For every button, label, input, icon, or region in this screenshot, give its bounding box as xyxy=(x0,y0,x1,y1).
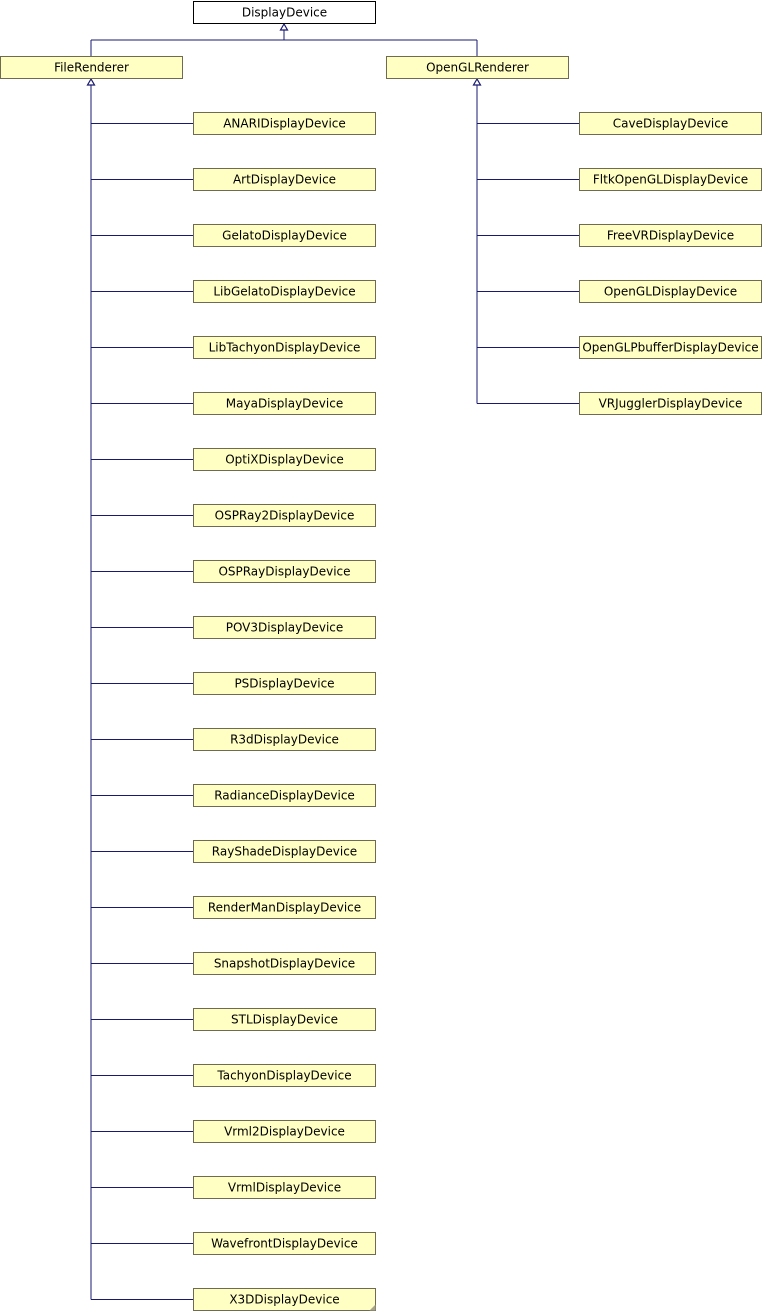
class-node-snapshotdisplaydevice-label: SnapshotDisplayDevice xyxy=(214,957,355,971)
class-node-vrml2displaydevice-box xyxy=(193,1120,376,1143)
class-node-gelatodisplaydevice[interactable]: GelatoDisplayDevice xyxy=(193,224,376,247)
inheritance-edges xyxy=(86,22,579,1300)
class-node-libgelatodisplaydevice-box xyxy=(193,280,376,303)
class-node-optixdisplaydevice-label: OptiXDisplayDevice xyxy=(225,453,344,467)
class-node-openglpbufferdisplaydevice[interactable]: OpenGLPbufferDisplayDevice xyxy=(579,336,762,359)
class-node-anaridisplaydevice-label: ANARIDisplayDevice xyxy=(223,117,346,131)
class-node-pov3displaydevice[interactable]: POV3DisplayDevice xyxy=(193,616,376,639)
class-node-openglpbufferdisplaydevice-label: OpenGLPbufferDisplayDevice xyxy=(582,341,758,355)
class-node-vrmldisplaydevice-label: VrmlDisplayDevice xyxy=(228,1181,341,1195)
class-node-r3ddisplaydevice-label: R3dDisplayDevice xyxy=(230,733,339,747)
class-node-pov3displaydevice-box xyxy=(193,616,376,639)
class-node-radiancedisplaydevice-box xyxy=(193,784,376,807)
class-node-vrjugglerdisplaydevice-label: VRJugglerDisplayDevice xyxy=(599,397,743,411)
class-node-psdisplaydevice-box xyxy=(193,672,376,695)
class-node-radiancedisplaydevice[interactable]: RadianceDisplayDevice xyxy=(193,784,376,807)
class-node-r3ddisplaydevice-box xyxy=(193,728,376,751)
class-node-rendermandisplaydevice[interactable]: RenderManDisplayDevice xyxy=(193,896,376,919)
class-node-ospraydisplaydevice-box xyxy=(193,560,376,583)
class-node-filerenderer-box xyxy=(0,56,183,79)
class-node-artdisplaydevice[interactable]: ArtDisplayDevice xyxy=(193,168,376,191)
class-node-vrmldisplaydevice[interactable]: VrmlDisplayDevice xyxy=(193,1176,376,1199)
class-node-fltkopengldisplaydevice-label: FltkOpenGLDisplayDevice xyxy=(593,173,748,187)
class-node-displaydevice-box xyxy=(193,1,376,24)
class-node-radiancedisplaydevice-label: RadianceDisplayDevice xyxy=(214,789,355,803)
class-node-rayshadedisplaydevice-box xyxy=(193,840,376,863)
class-node-x3ddisplaydevice-label: X3DDisplayDevice xyxy=(229,1293,339,1307)
class-node-vrmldisplaydevice-box xyxy=(193,1176,376,1199)
class-node-anaridisplaydevice-box xyxy=(193,112,376,135)
class-node-freevrdisplaydevice[interactable]: FreeVRDisplayDevice xyxy=(579,224,762,247)
class-node-artdisplaydevice-box xyxy=(193,168,376,191)
class-node-snapshotdisplaydevice[interactable]: SnapshotDisplayDevice xyxy=(193,952,376,975)
class-node-libtachyondisplaydevice[interactable]: LibTachyonDisplayDevice xyxy=(193,336,376,359)
class-node-opengldisplaydevice[interactable]: OpenGLDisplayDevice xyxy=(579,280,762,303)
class-node-x3ddisplaydevice[interactable]: X3DDisplayDevice xyxy=(193,1288,376,1311)
class-node-gelatodisplaydevice-box xyxy=(193,224,376,247)
class-node-cavedisplaydevice-label: CaveDisplayDevice xyxy=(613,117,729,131)
class-node-gelatodisplaydevice-label: GelatoDisplayDevice xyxy=(222,229,347,243)
class-node-tachyondisplaydevice[interactable]: TachyonDisplayDevice xyxy=(193,1064,376,1087)
class-node-openglrenderer-label: OpenGLRenderer xyxy=(426,61,529,75)
class-node-stldisplaydevice-box xyxy=(193,1008,376,1031)
class-node-rayshadedisplaydevice-label: RayShadeDisplayDevice xyxy=(212,845,357,859)
class-node-openglrenderer[interactable]: OpenGLRenderer xyxy=(386,56,569,79)
class-node-filerenderer-label: FileRenderer xyxy=(54,61,129,75)
class-node-openglrenderer-box xyxy=(386,56,569,79)
class-node-vrjugglerdisplaydevice[interactable]: VRJugglerDisplayDevice xyxy=(579,392,762,415)
class-node-cavedisplaydevice[interactable]: CaveDisplayDevice xyxy=(579,112,762,135)
class-node-filerenderer[interactable]: FileRenderer xyxy=(0,56,183,79)
class-node-rayshadedisplaydevice[interactable]: RayShadeDisplayDevice xyxy=(193,840,376,863)
class-node-vrml2displaydevice[interactable]: Vrml2DisplayDevice xyxy=(193,1120,376,1143)
class-node-displaydevice-label: DisplayDevice xyxy=(242,6,327,20)
class-node-libgelatodisplaydevice[interactable]: LibGelatoDisplayDevice xyxy=(193,280,376,303)
class-node-optixdisplaydevice-box xyxy=(193,448,376,471)
class-node-wavefrontdisplaydevice-box xyxy=(193,1232,376,1255)
class-node-mayadisplaydevice-box xyxy=(193,392,376,415)
class-node-ospray2displaydevice-label: OSPRay2DisplayDevice xyxy=(215,509,355,523)
class-node-psdisplaydevice[interactable]: PSDisplayDevice xyxy=(193,672,376,695)
class-node-stldisplaydevice[interactable]: STLDisplayDevice xyxy=(193,1008,376,1031)
class-node-mayadisplaydevice[interactable]: MayaDisplayDevice xyxy=(193,392,376,415)
class-node-rendermandisplaydevice-box xyxy=(193,896,376,919)
class-node-displaydevice[interactable]: DisplayDevice xyxy=(193,1,376,24)
class-node-tachyondisplaydevice-box xyxy=(193,1064,376,1087)
inheritance-arrow-icon xyxy=(472,77,482,86)
class-node-wavefrontdisplaydevice[interactable]: WavefrontDisplayDevice xyxy=(193,1232,376,1255)
class-node-libtachyondisplaydevice-box xyxy=(193,336,376,359)
inheritance-arrow-icon xyxy=(86,77,96,86)
class-node-opengldisplaydevice-label: OpenGLDisplayDevice xyxy=(604,285,737,299)
class-node-vrml2displaydevice-label: Vrml2DisplayDevice xyxy=(224,1125,345,1139)
class-node-libtachyondisplaydevice-label: LibTachyonDisplayDevice xyxy=(209,341,361,355)
fold-corner-icon xyxy=(369,1304,376,1311)
class-node-wavefrontdisplaydevice-label: WavefrontDisplayDevice xyxy=(211,1237,358,1251)
class-node-tachyondisplaydevice-label: TachyonDisplayDevice xyxy=(216,1069,351,1083)
class-node-pov3displaydevice-label: POV3DisplayDevice xyxy=(226,621,344,635)
class-node-ospraydisplaydevice[interactable]: OSPRayDisplayDevice xyxy=(193,560,376,583)
class-node-ospray2displaydevice[interactable]: OSPRay2DisplayDevice xyxy=(193,504,376,527)
inheritance-arrow-icon xyxy=(279,22,289,31)
class-node-fltkopengldisplaydevice[interactable]: FltkOpenGLDisplayDevice xyxy=(579,168,762,191)
class-node-x3ddisplaydevice-box xyxy=(193,1288,376,1311)
class-node-freevrdisplaydevice-label: FreeVRDisplayDevice xyxy=(607,229,734,243)
class-node-rendermandisplaydevice-label: RenderManDisplayDevice xyxy=(208,901,361,915)
class-node-stldisplaydevice-label: STLDisplayDevice xyxy=(231,1013,338,1027)
class-node-ospray2displaydevice-box xyxy=(193,504,376,527)
class-node-anaridisplaydevice[interactable]: ANARIDisplayDevice xyxy=(193,112,376,135)
class-node-ospraydisplaydevice-label: OSPRayDisplayDevice xyxy=(218,565,350,579)
class-node-optixdisplaydevice[interactable]: OptiXDisplayDevice xyxy=(193,448,376,471)
class-node-libgelatodisplaydevice-label: LibGelatoDisplayDevice xyxy=(213,285,355,299)
class-node-psdisplaydevice-label: PSDisplayDevice xyxy=(234,677,334,691)
class-node-artdisplaydevice-label: ArtDisplayDevice xyxy=(233,173,336,187)
class-node-mayadisplaydevice-label: MayaDisplayDevice xyxy=(226,397,343,411)
class-node-r3ddisplaydevice[interactable]: R3dDisplayDevice xyxy=(193,728,376,751)
class-node-snapshotdisplaydevice-box xyxy=(193,952,376,975)
